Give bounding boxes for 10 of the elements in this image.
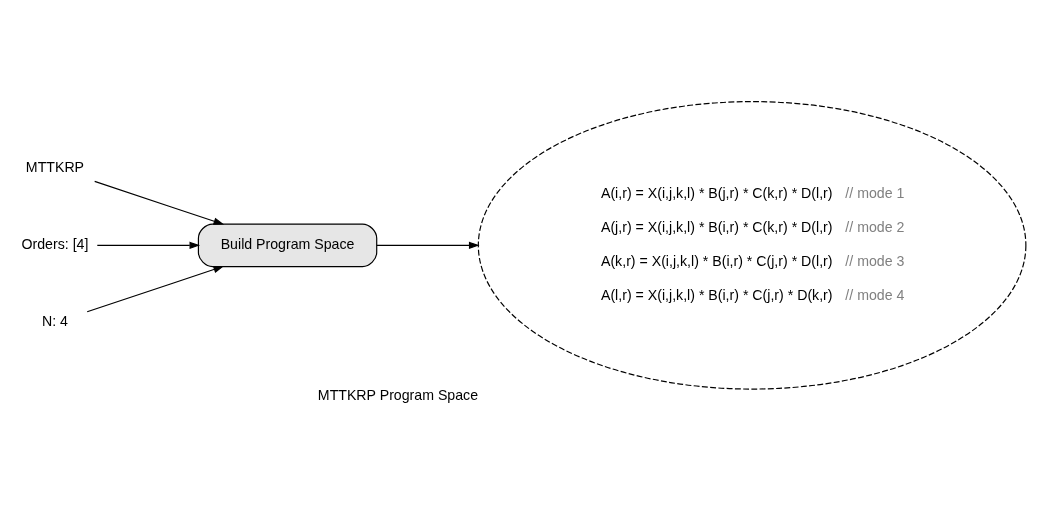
arrow bbox=[376, 241, 480, 250]
node-text: Orders: [4] bbox=[21, 235, 89, 252]
arrow bbox=[94, 180, 225, 225]
arrow bbox=[96, 241, 201, 250]
node-ellipse: A(i,r) = X(i,j,k,l) * B(j,r) * C(k,r) * D(l,r) // mode 1 A(j,r) = X(i,j,k,l) * B(i,r) * C(k,r) * D(l,r) // mode 2 A(k,r) = X(i,j,k,l) * B(i,r) * C(j,r) * D(l,r) // mode 3 A(l,r) = X(i,j,k,l) * B(i,r) * C(j,r) * D(k,r) // mode 4 bbox=[477, 101, 1027, 390]
node-box: Build Program Space bbox=[197, 223, 378, 268]
node-text: N: 4 bbox=[41, 312, 68, 329]
node-text: MTTKRP bbox=[25, 159, 85, 176]
node-label: MTTKRP Program Space bbox=[317, 387, 479, 404]
arrow bbox=[86, 265, 225, 313]
